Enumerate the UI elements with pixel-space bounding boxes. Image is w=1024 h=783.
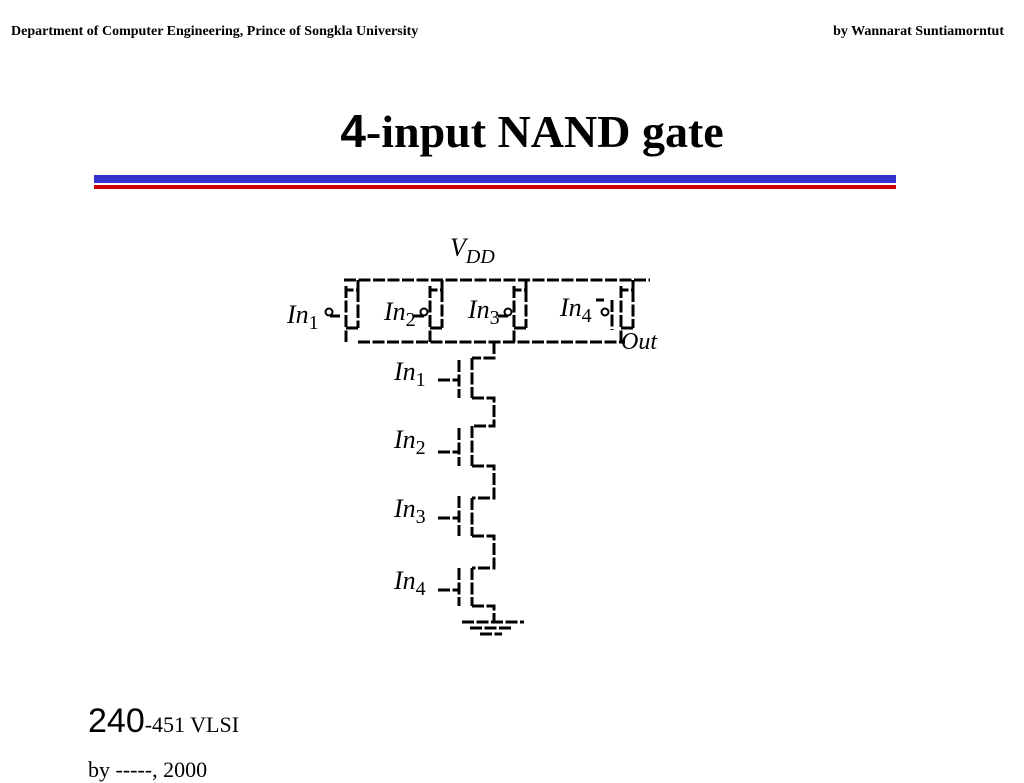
nmos-in1-label: In1 xyxy=(393,357,426,391)
course-number: 240 xyxy=(88,702,145,740)
pmos-bubble-4 xyxy=(600,307,610,317)
nmos-in2-label: In2 xyxy=(393,425,426,459)
nmos-in3-label: In3 xyxy=(393,494,426,528)
pmos-in2-label: In2 xyxy=(383,297,416,331)
title-text: -input NAND gate xyxy=(365,106,724,157)
vdd-label: VDD xyxy=(450,233,495,268)
title-rule-red xyxy=(94,185,896,189)
title-rule-blue xyxy=(94,175,896,183)
course-name: -451 VLSI xyxy=(144,712,240,737)
header-department: Department of Computer Engineering, Prin… xyxy=(11,24,419,39)
nmos-in4-label: In4 xyxy=(393,566,426,600)
out-label: Out xyxy=(621,329,658,355)
slide-title: 4-input NAND gate xyxy=(0,104,1024,158)
footer-course: 240-451 VLSI xyxy=(88,702,239,741)
pmos-in4-label: In4 xyxy=(559,293,592,327)
title-number: 4 xyxy=(340,105,366,157)
pmos-bubble-3 xyxy=(503,307,513,317)
pmos-in3-label: In3 xyxy=(467,295,500,329)
ground-symbol xyxy=(462,620,524,636)
pmos-in1-label: In1 xyxy=(286,300,319,334)
pmos-bubble-2 xyxy=(419,307,429,317)
footer-date: by -----, 2000 xyxy=(88,757,208,782)
header-author: by Wannarat Suntiamorntut xyxy=(833,24,1004,39)
pmos-bubble-1 xyxy=(324,307,334,317)
nmos-stack-wire xyxy=(470,342,496,622)
